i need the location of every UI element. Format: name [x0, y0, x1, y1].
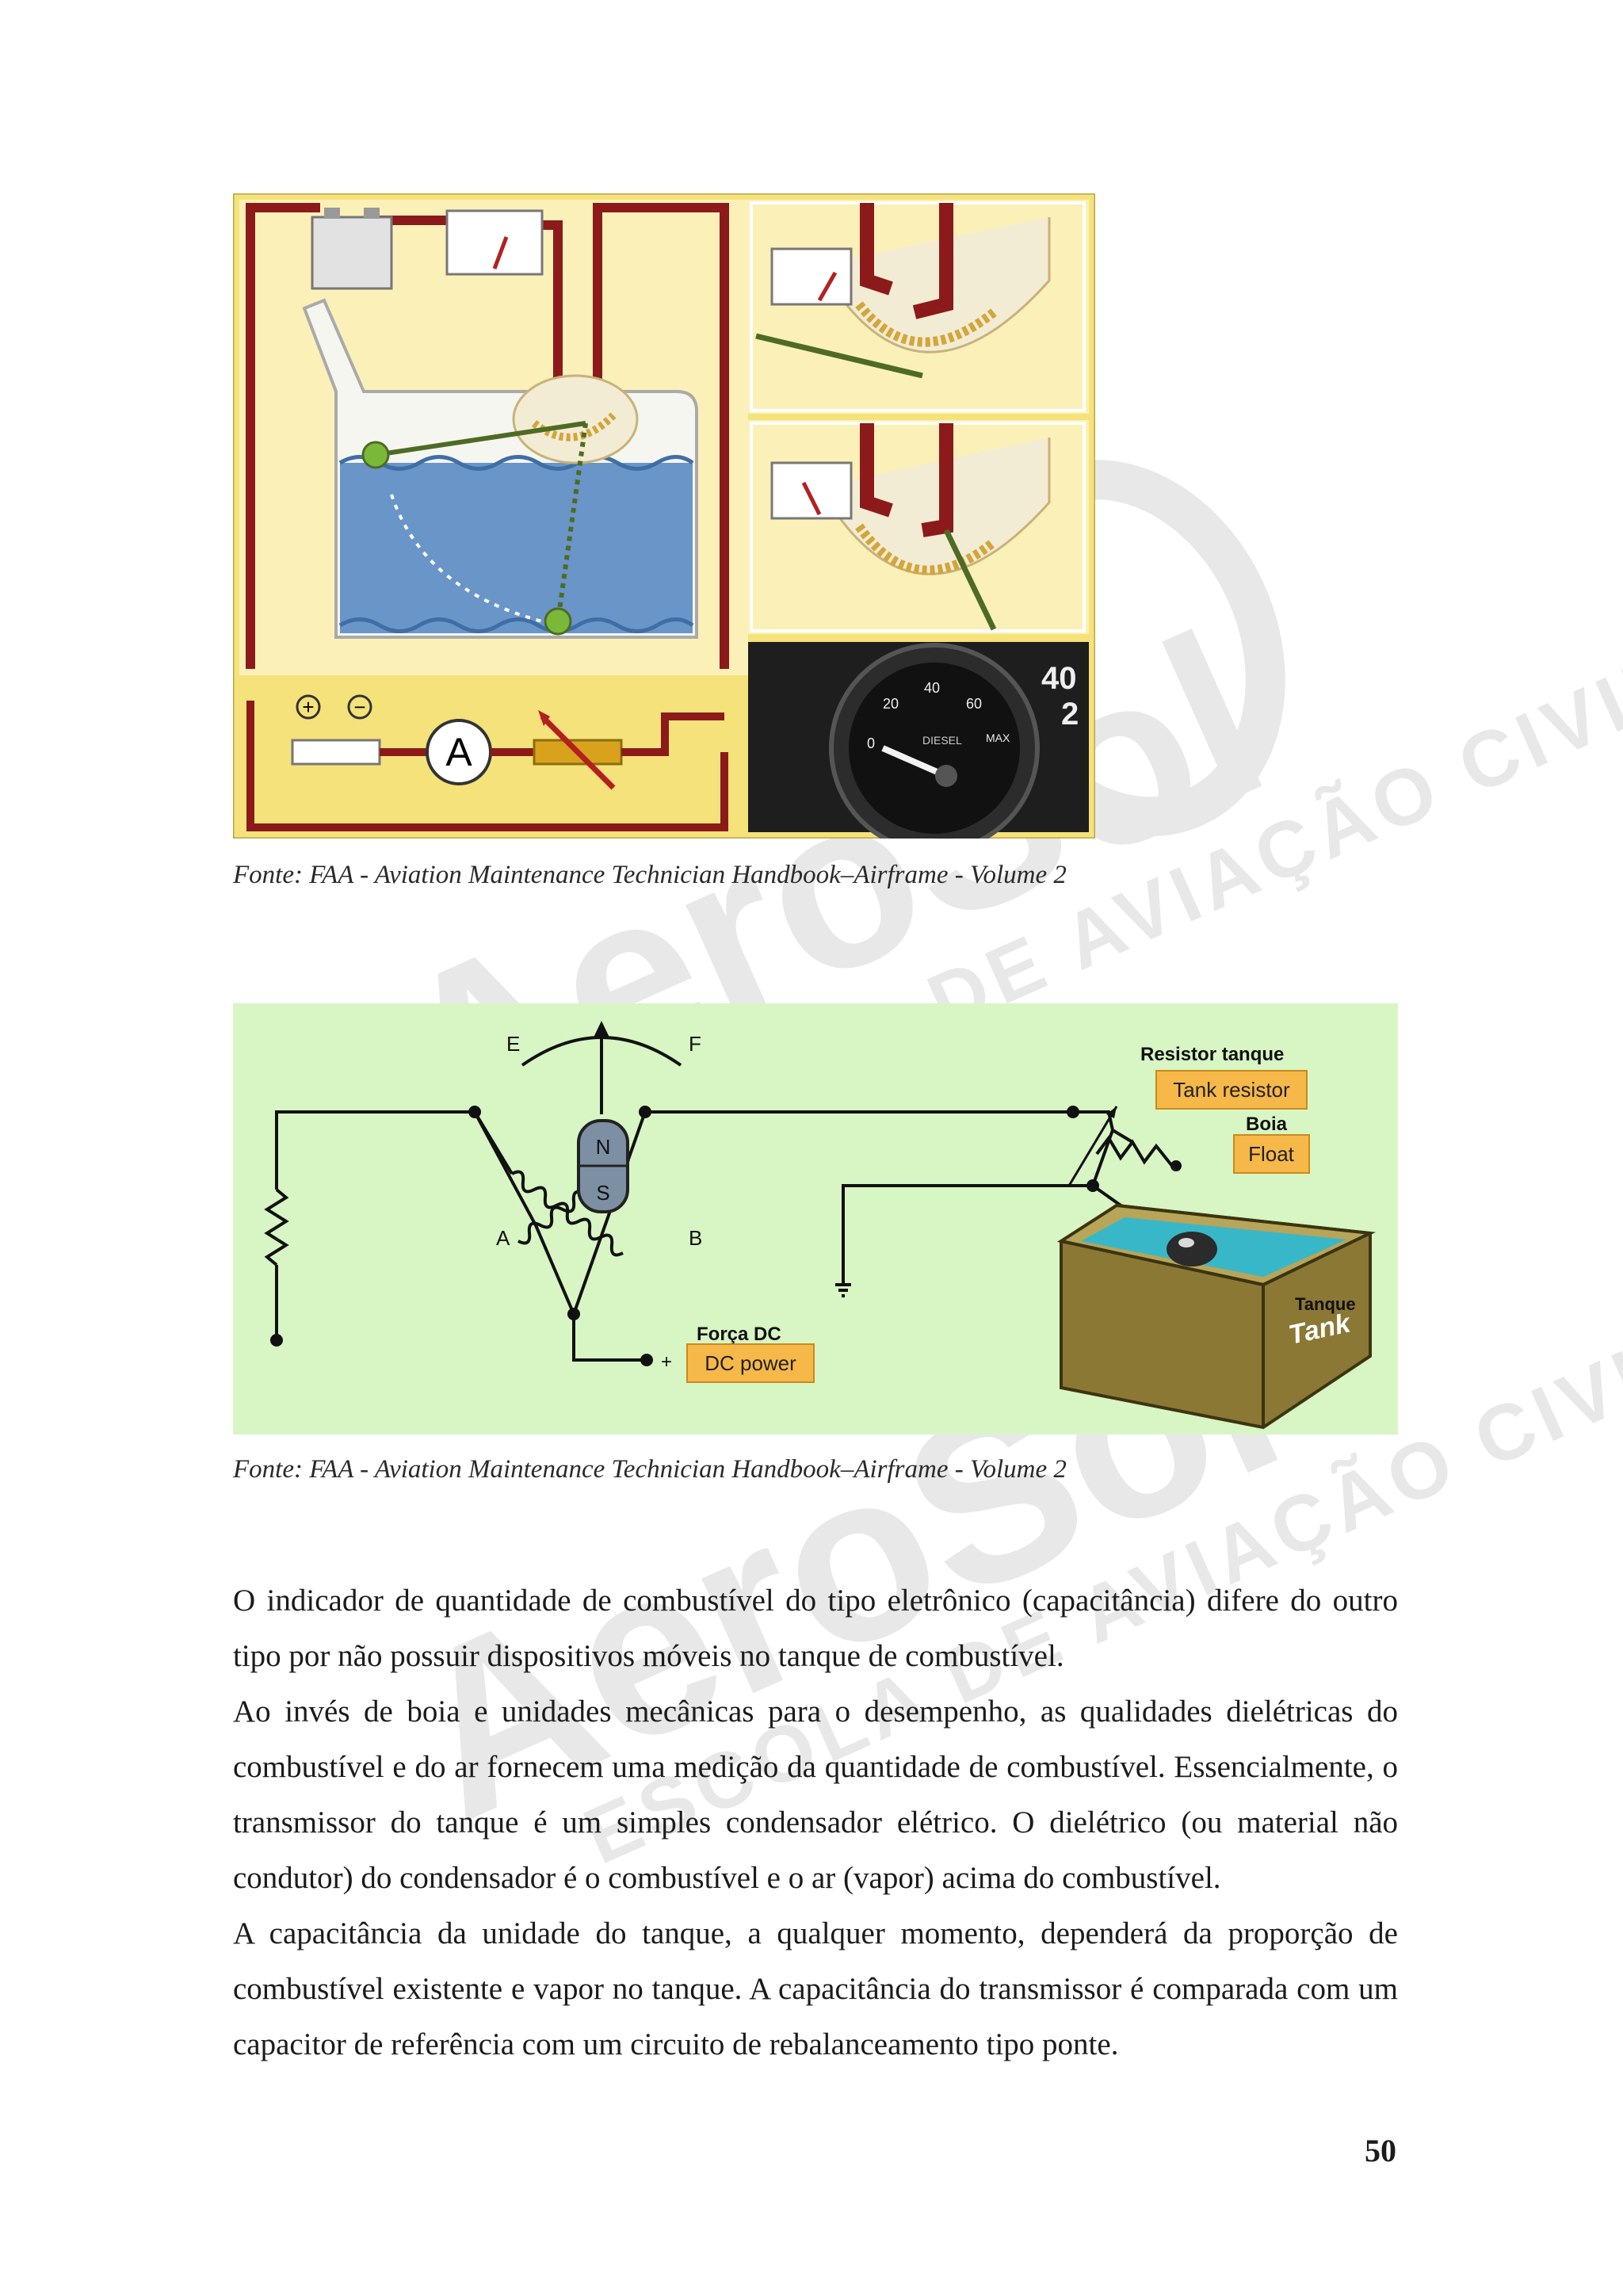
- float-pt-label: Boia: [1246, 1114, 1288, 1135]
- tank-resistor-label: Tank resistor: [1173, 1078, 1290, 1102]
- battery-minus-symbol: −: [353, 695, 365, 719]
- fuel-gauge-circuit-diagram: N S E F A B + Força DC DC power Resistor…: [233, 1003, 1398, 1435]
- float-label: Float: [1248, 1142, 1295, 1166]
- gauge-mark-20: 20: [883, 696, 899, 712]
- scale-empty-label: E: [506, 1032, 520, 1056]
- paragraph-3: A capacitância da unidade do tanque, a q…: [233, 1916, 1398, 2061]
- paragraph-2: Ao invés de boia e unidades mecânicas pa…: [233, 1694, 1398, 1895]
- gauge-fuel-label: DIESEL: [922, 734, 962, 747]
- speedo-mark-2: 2: [1061, 697, 1079, 732]
- figure1-caption: Fonte: FAA - Aviation Maintenance Techni…: [233, 861, 1067, 889]
- tank-resistor-pt-label: Resistor tanque: [1140, 1044, 1284, 1065]
- scale-full-label: F: [689, 1032, 701, 1056]
- dc-power-label: DC power: [705, 1351, 796, 1375]
- coil-b-label: B: [689, 1226, 702, 1250]
- page-number: 50: [1365, 2133, 1396, 2168]
- fuel-gauge-illustration: + − A 20 40 60 MAX 0 DIESEL 40 2: [233, 193, 1095, 839]
- speedo-mark-40: 40: [1041, 661, 1077, 696]
- gauge-mark-max: MAX: [986, 732, 1010, 744]
- gauge-mark-40: 40: [924, 680, 940, 696]
- coil-a-label: A: [496, 1226, 510, 1250]
- magnet-south-label: S: [596, 1181, 609, 1205]
- body-text: O indicador de quantidade de combustível…: [233, 1573, 1398, 2073]
- dc-power-pt-label: Força DC: [697, 1324, 781, 1345]
- figure2-caption: Fonte: FAA - Aviation Maintenance Techni…: [233, 1455, 1067, 1484]
- magnet-north-label: N: [596, 1135, 611, 1159]
- gauge-mark-60: 60: [966, 696, 982, 712]
- ammeter-symbol: A: [445, 730, 472, 774]
- gauge-mark-0: 0: [867, 735, 875, 751]
- battery-plus-symbol: +: [302, 695, 314, 719]
- tank-pt-label: Tanque: [1295, 1294, 1356, 1314]
- dc-power-plus-label: +: [661, 1351, 672, 1373]
- paragraph-1: O indicador de quantidade de combustível…: [233, 1584, 1398, 1673]
